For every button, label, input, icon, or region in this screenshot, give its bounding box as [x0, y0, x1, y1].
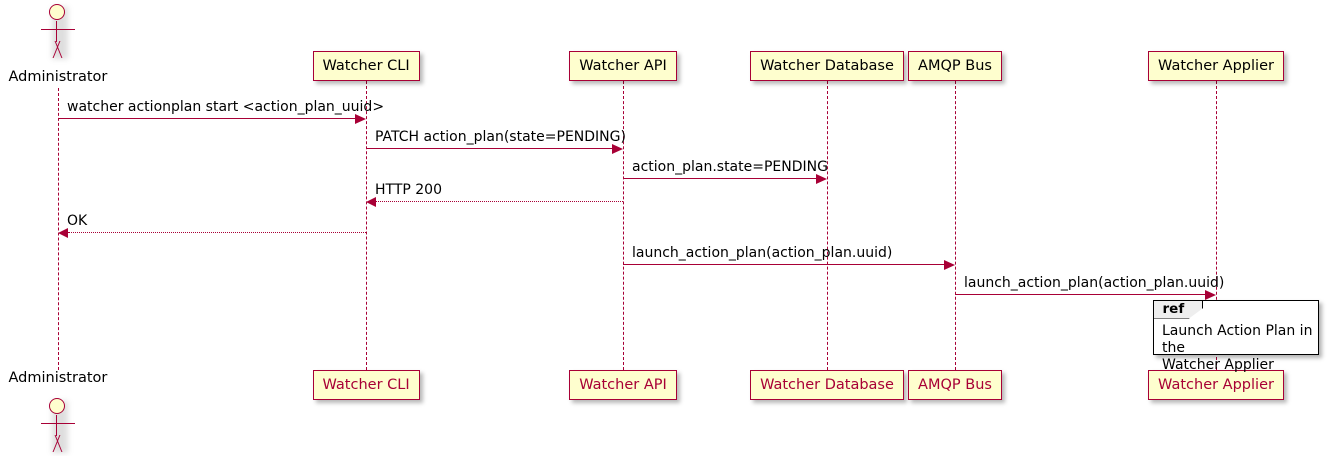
participant-amqp_bus-top[interactable]: AMQP Bus — [908, 51, 1002, 81]
participant-watcher_database-top[interactable]: Watcher Database — [750, 51, 904, 81]
actor-arms-shape — [41, 423, 75, 424]
participant-watcher_api-bottom[interactable]: Watcher API — [569, 370, 677, 400]
message-label-6: launch_action_plan(action_plan.uuid) — [632, 245, 893, 261]
lifeline-amqp_bus — [955, 81, 956, 370]
message-label-3: action_plan.state=PENDING — [632, 159, 828, 175]
message-arrowhead-1 — [355, 114, 366, 124]
participant-watcher_applier-bottom[interactable]: Watcher Applier — [1148, 370, 1284, 400]
message-arrowhead-4 — [366, 197, 376, 207]
message-line-2 — [366, 148, 613, 149]
lifeline-watcher_cli — [366, 81, 367, 370]
actor-body-shape — [56, 21, 57, 42]
message-arrowhead-2 — [612, 144, 623, 154]
lifeline-watcher_applier — [1216, 81, 1217, 370]
ref-fragment-tab: ref — [1152, 299, 1204, 319]
message-line-6 — [623, 264, 945, 265]
message-label-7: launch_action_plan(action_plan.uuid) — [964, 275, 1225, 291]
participant-watcher_applier-top[interactable]: Watcher Applier — [1148, 51, 1284, 81]
message-line-5 — [68, 232, 366, 233]
participant-watcher_cli-top[interactable]: Watcher CLI — [312, 51, 420, 81]
lifeline-watcher_api — [623, 81, 624, 370]
actor-administrator-top — [35, 4, 81, 62]
actor-label-administrator-bottom: Administrator — [8, 370, 108, 386]
participant-watcher_database-bottom[interactable]: Watcher Database — [750, 370, 904, 400]
message-arrowhead-3 — [816, 174, 827, 184]
message-arrowhead-5 — [58, 228, 68, 238]
message-label-1: watcher actionplan start <action_plan_uu… — [67, 99, 385, 115]
message-line-3 — [623, 178, 817, 179]
ref-fragment-text: Launch Action Plan in the Watcher Applie… — [1162, 323, 1313, 373]
message-arrowhead-7 — [1205, 290, 1216, 300]
actor-label-administrator-top: Administrator — [8, 69, 108, 85]
message-label-5: OK — [67, 213, 88, 229]
actor-head-shape — [49, 398, 65, 414]
message-arrowhead-6 — [944, 260, 955, 270]
message-line-7 — [955, 294, 1206, 295]
participant-watcher_api-top[interactable]: Watcher API — [569, 51, 677, 81]
lifeline-watcher_database — [827, 81, 828, 370]
message-line-1 — [58, 118, 356, 119]
actor-body-shape — [56, 415, 57, 436]
participant-amqp_bus-bottom[interactable]: AMQP Bus — [908, 370, 1002, 400]
actor-arms-shape — [41, 29, 75, 30]
actor-head-shape — [49, 4, 65, 20]
participant-watcher_cli-bottom[interactable]: Watcher CLI — [312, 370, 420, 400]
message-line-4 — [376, 201, 623, 202]
message-label-2: PATCH action_plan(state=PENDING) — [375, 129, 626, 145]
message-label-4: HTTP 200 — [375, 182, 442, 198]
actor-administrator-bottom — [35, 398, 81, 456]
